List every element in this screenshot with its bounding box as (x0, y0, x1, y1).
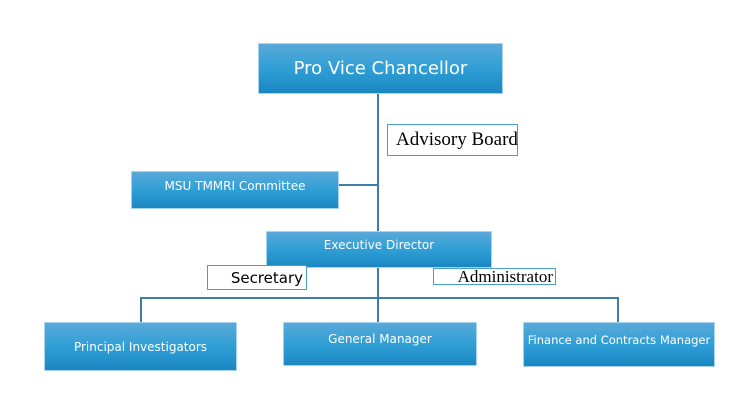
connector-horizontal-children (140, 297, 618, 299)
node-pro-vice-chancellor: Pro Vice Chancellor (258, 43, 503, 94)
node-label: Pro Vice Chancellor (293, 58, 468, 79)
connector-left-drop (140, 297, 142, 322)
node-label: Principal Investigators (73, 339, 208, 354)
node-finance-contracts-manager: Finance and Contracts Manager (523, 322, 715, 367)
label-text: Advisory Board (396, 129, 518, 150)
node-executive-director: Executive Director (266, 231, 492, 268)
node-label: MSU TMMRI Committee (164, 179, 306, 193)
label-advisory-board: Advisory Board (387, 124, 518, 156)
node-general-manager: General Manager (283, 322, 477, 366)
node-principal-investigators: Principal Investigators (44, 322, 237, 371)
node-label: Executive Director (323, 238, 435, 252)
connector-main-vertical (377, 94, 379, 322)
connector-committee (339, 184, 378, 186)
node-label: General Manager (328, 332, 432, 346)
node-label: Finance and Contracts Manager (527, 333, 711, 347)
label-text: Secretary (230, 268, 303, 287)
label-administrator: Administrator (433, 266, 556, 286)
label-text: Administrator (457, 266, 553, 286)
label-secretary: Secretary (207, 265, 307, 290)
node-msu-tmmri-committee: MSU TMMRI Committee (131, 171, 339, 209)
connector-right-drop (617, 297, 619, 322)
